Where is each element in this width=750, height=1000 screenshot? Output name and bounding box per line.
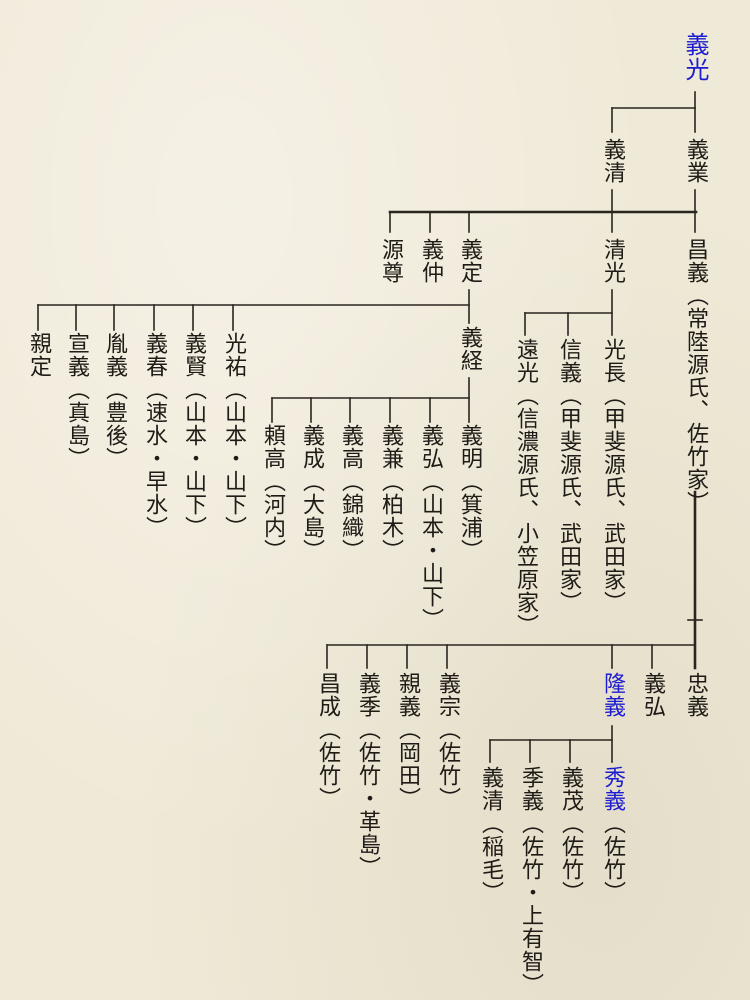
node-mitsusuke: 光祐（山本・山下） bbox=[221, 332, 246, 539]
node-yoshikane: 義兼（柏木） bbox=[378, 424, 403, 562]
node-yoritaka: 頼高（河内） bbox=[260, 424, 285, 562]
person-name: 義清 bbox=[478, 766, 503, 812]
node-tadayoshi: 忠義 bbox=[683, 672, 708, 718]
node-masanari: 昌成（佐竹） bbox=[315, 672, 340, 810]
node-masayoshi: 昌義（常陸源氏、佐竹家） bbox=[683, 238, 708, 514]
person-name: 義定 bbox=[457, 238, 482, 284]
person-note: （佐竹・革島） bbox=[355, 718, 380, 879]
node-hideyoshi: 秀義（佐竹） bbox=[600, 766, 625, 904]
person-name: 義茂 bbox=[558, 766, 583, 812]
person-name: 義季 bbox=[355, 672, 380, 718]
person-name: 宣義 bbox=[64, 332, 89, 378]
node-mitsunaga: 光長（甲斐源氏、武田家） bbox=[600, 338, 625, 614]
node-tatsuyoshi: 胤義（豊後） bbox=[102, 332, 127, 470]
person-name: 源尊 bbox=[378, 238, 403, 284]
node-yoshinari: 義業 bbox=[683, 138, 708, 184]
person-name: 昌義 bbox=[683, 238, 708, 284]
person-name: 遠光 bbox=[513, 338, 538, 384]
person-name: 頼高 bbox=[260, 424, 285, 470]
person-name: 季義 bbox=[518, 766, 543, 812]
node-yoshikiyo: 義清 bbox=[600, 138, 625, 184]
person-note: （佐竹・上有智） bbox=[518, 812, 543, 996]
node-yoshitsune: 義経 bbox=[457, 326, 482, 372]
node-yoshihiro2: 義弘 bbox=[640, 672, 665, 718]
node-yoshimune: 義宗（佐竹） bbox=[435, 672, 460, 810]
person-note: （山本・山下） bbox=[221, 378, 246, 539]
person-note: （柏木） bbox=[378, 470, 403, 562]
person-name: 義経 bbox=[457, 326, 482, 372]
person-name: 義清 bbox=[600, 138, 625, 184]
person-name: 義仲 bbox=[418, 238, 443, 284]
person-note: （常陸源氏、佐竹家） bbox=[683, 284, 708, 514]
person-note: （山本・山下） bbox=[181, 378, 206, 539]
node-yoshishige: 義茂（佐竹） bbox=[558, 766, 583, 904]
node-nobuyoshi: 信義（甲斐源氏、武田家） bbox=[556, 338, 581, 614]
person-note: （大島） bbox=[299, 470, 324, 562]
person-name: 義弘 bbox=[418, 424, 443, 470]
person-name: 光長 bbox=[600, 338, 625, 384]
person-note: （甲斐源氏、武田家） bbox=[600, 384, 625, 614]
node-yoshikiyo2: 義清（稲毛） bbox=[478, 766, 503, 904]
node-yoshinari2: 義成（大島） bbox=[299, 424, 324, 562]
person-name: 義賢 bbox=[181, 332, 206, 378]
person-note: （稲毛） bbox=[478, 812, 503, 904]
person-name: 信義 bbox=[556, 338, 581, 384]
person-name: 忠義 bbox=[683, 672, 708, 718]
person-name: 胤義 bbox=[102, 332, 127, 378]
person-name: 親定 bbox=[26, 332, 51, 378]
person-name: 義弘 bbox=[640, 672, 665, 718]
person-name: 隆義 bbox=[600, 672, 625, 718]
person-note: （信濃源氏、小笠原家） bbox=[513, 384, 538, 637]
person-name: 清光 bbox=[600, 238, 625, 284]
node-sueyoshi: 季義（佐竹・上有智） bbox=[518, 766, 543, 996]
person-note: （甲斐源氏、武田家） bbox=[556, 384, 581, 614]
person-note: （岡田） bbox=[395, 718, 420, 810]
person-name: 義明 bbox=[457, 424, 482, 470]
node-nobuyoshi2: 宣義（真島） bbox=[64, 332, 89, 470]
person-note: （佐竹） bbox=[315, 718, 340, 810]
node-yoshikata: 義賢（山本・山下） bbox=[181, 332, 206, 539]
node-yoshisada: 義定 bbox=[457, 238, 482, 284]
node-yoshitaka: 義高（錦織） bbox=[338, 424, 363, 562]
person-note: （箕浦） bbox=[457, 470, 482, 562]
person-name: 光祐 bbox=[221, 332, 246, 378]
person-name: 義光 bbox=[681, 32, 709, 82]
person-name: 親義 bbox=[395, 672, 420, 718]
person-note: （佐竹） bbox=[558, 812, 583, 904]
node-genson: 源尊 bbox=[378, 238, 403, 284]
person-note: （真島） bbox=[64, 378, 89, 470]
node-yoshimitsu: 義光 bbox=[681, 32, 709, 82]
node-takayoshi: 隆義 bbox=[600, 672, 625, 718]
node-toomitsu: 遠光（信濃源氏、小笠原家） bbox=[513, 338, 538, 637]
node-kiyomitsu: 清光 bbox=[600, 238, 625, 284]
person-name: 義春 bbox=[142, 332, 167, 378]
node-yoshiharu: 義春（速水・早水） bbox=[142, 332, 167, 539]
person-note: （河内） bbox=[260, 470, 285, 562]
node-yoshinaka: 義仲 bbox=[418, 238, 443, 284]
node-yoshihiro: 義弘（山本・山下） bbox=[418, 424, 443, 631]
person-name: 秀義 bbox=[600, 766, 625, 812]
person-name: 義兼 bbox=[378, 424, 403, 470]
node-yoshisue: 義季（佐竹・革島） bbox=[355, 672, 380, 879]
node-yoshiaki: 義明（箕浦） bbox=[457, 424, 482, 562]
person-note: （山本・山下） bbox=[418, 470, 443, 631]
person-note: （速水・早水） bbox=[142, 378, 167, 539]
person-name: 義成 bbox=[299, 424, 324, 470]
person-note: （豊後） bbox=[102, 378, 127, 470]
person-note: （佐竹） bbox=[435, 718, 460, 810]
person-name: 義高 bbox=[338, 424, 363, 470]
person-name: 義宗 bbox=[435, 672, 460, 718]
person-note: （佐竹） bbox=[600, 812, 625, 904]
person-name: 昌成 bbox=[315, 672, 340, 718]
node-chikasada: 親定 bbox=[26, 332, 51, 378]
person-note: （錦織） bbox=[338, 470, 363, 562]
person-name: 義業 bbox=[683, 138, 708, 184]
node-chikayoshi: 親義（岡田） bbox=[395, 672, 420, 810]
